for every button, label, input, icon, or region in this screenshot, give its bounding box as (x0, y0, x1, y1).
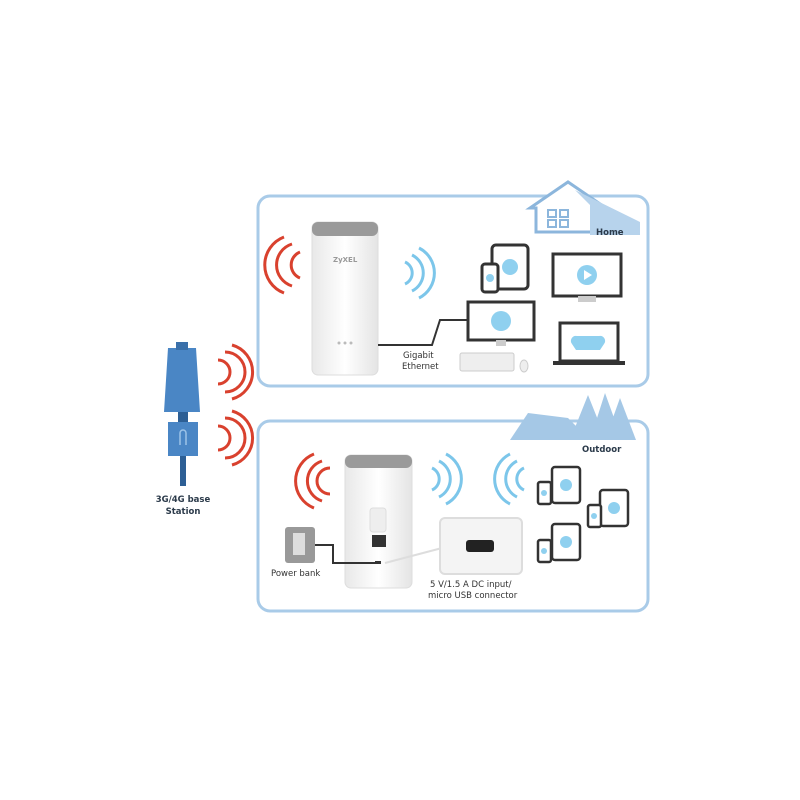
home-label: Home (596, 228, 624, 238)
tablet-phone-icon (536, 522, 582, 564)
micro-usb-icon (439, 517, 523, 575)
wifi-wave-icon (493, 452, 525, 506)
power-bank-label: Power bank (271, 569, 320, 579)
cell-tower-icon (164, 342, 200, 486)
base-station-label-1: 3G/4G base (156, 495, 211, 505)
home-panel: Home ZyXEL Gigabit Ethernet (256, 180, 650, 388)
ethernet-label-1: Gigabit (403, 351, 434, 361)
phone-icon (480, 262, 500, 294)
ethernet-label-2: Ethernet (402, 362, 439, 372)
wifi-wave-icon (404, 246, 436, 300)
router-icon: ZyXEL (311, 221, 379, 376)
usb-cable (315, 544, 375, 564)
connector-label-1: 5 V/1.5 A DC input/ (430, 580, 512, 590)
tv-play-icon (551, 252, 623, 302)
outdoor-label: Outdoor (582, 445, 622, 455)
callout-line (384, 547, 443, 564)
router-brand: ZyXEL (333, 256, 358, 264)
cellular-wave-icon (294, 452, 331, 510)
trees-icon (510, 393, 636, 440)
laptop-gamepad-icon (553, 321, 625, 365)
cellular-wave-icon (217, 343, 255, 467)
base-station-label-2: Station (166, 507, 201, 517)
connector-label-2: micro USB connector (428, 591, 518, 601)
router-icon (344, 454, 413, 589)
tablet-icon (490, 243, 530, 291)
wifi-wave-icon (431, 452, 463, 506)
tablet-phone-icon (586, 488, 630, 529)
outdoor-panel: Outdoor Power bank 5 V/1.5 A DC inp (256, 393, 650, 613)
power-bank-icon (285, 527, 315, 563)
tablet-phone-icon (536, 465, 582, 506)
cellular-wave-icon (263, 235, 301, 295)
ethernet-cable (378, 319, 470, 346)
house-icon (525, 180, 640, 235)
desktop-icon (459, 300, 536, 373)
